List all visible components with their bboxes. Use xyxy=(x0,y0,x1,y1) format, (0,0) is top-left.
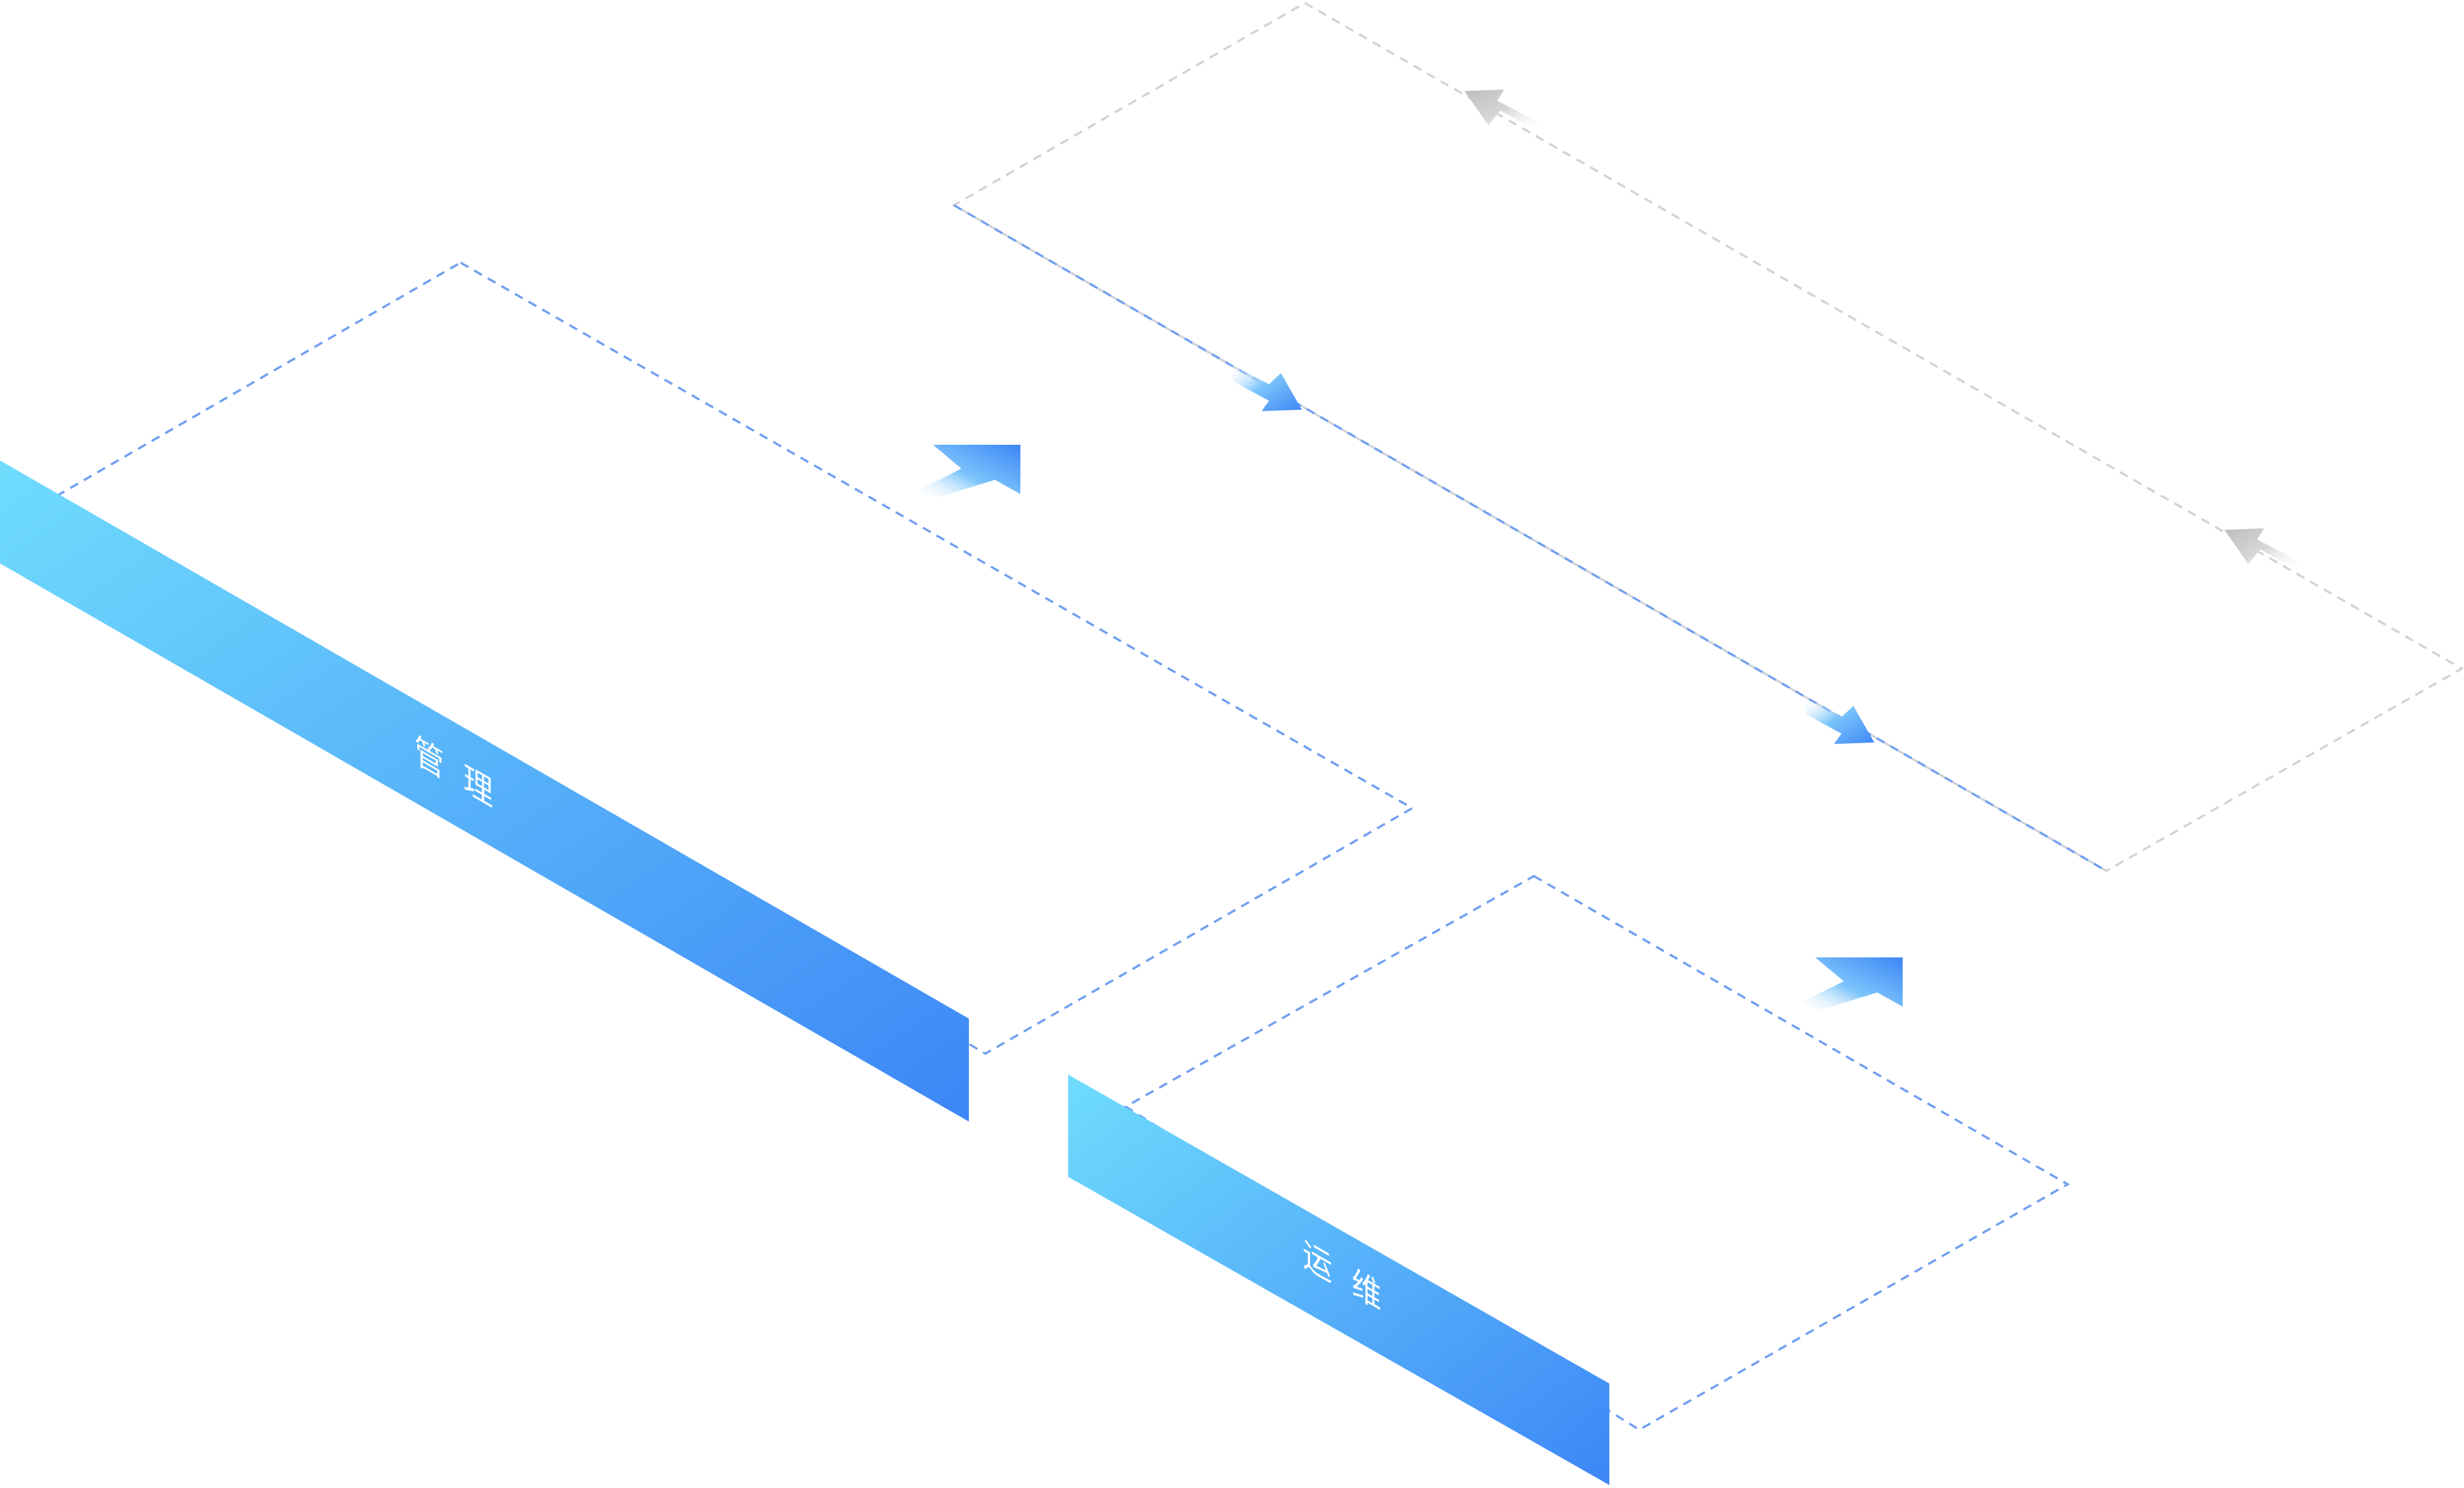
arrow-down-right-icon xyxy=(1232,364,1302,411)
operations-dashed-panel xyxy=(1123,875,2071,1431)
arrow-up-left-icon xyxy=(2224,528,2299,571)
operations-bar xyxy=(1068,1075,1609,1485)
management-bar xyxy=(0,460,969,1122)
arrow-up-right-icon xyxy=(1799,957,1903,1010)
arrow-up-left-icon xyxy=(1465,90,1539,132)
management-dashed-panel xyxy=(50,261,1415,1055)
blue-dashed-edge xyxy=(953,204,2107,872)
arrow-down-right-icon xyxy=(1804,697,1874,744)
arrow-up-right-icon xyxy=(917,445,1020,498)
gray-dashed-panel xyxy=(951,1,2464,872)
